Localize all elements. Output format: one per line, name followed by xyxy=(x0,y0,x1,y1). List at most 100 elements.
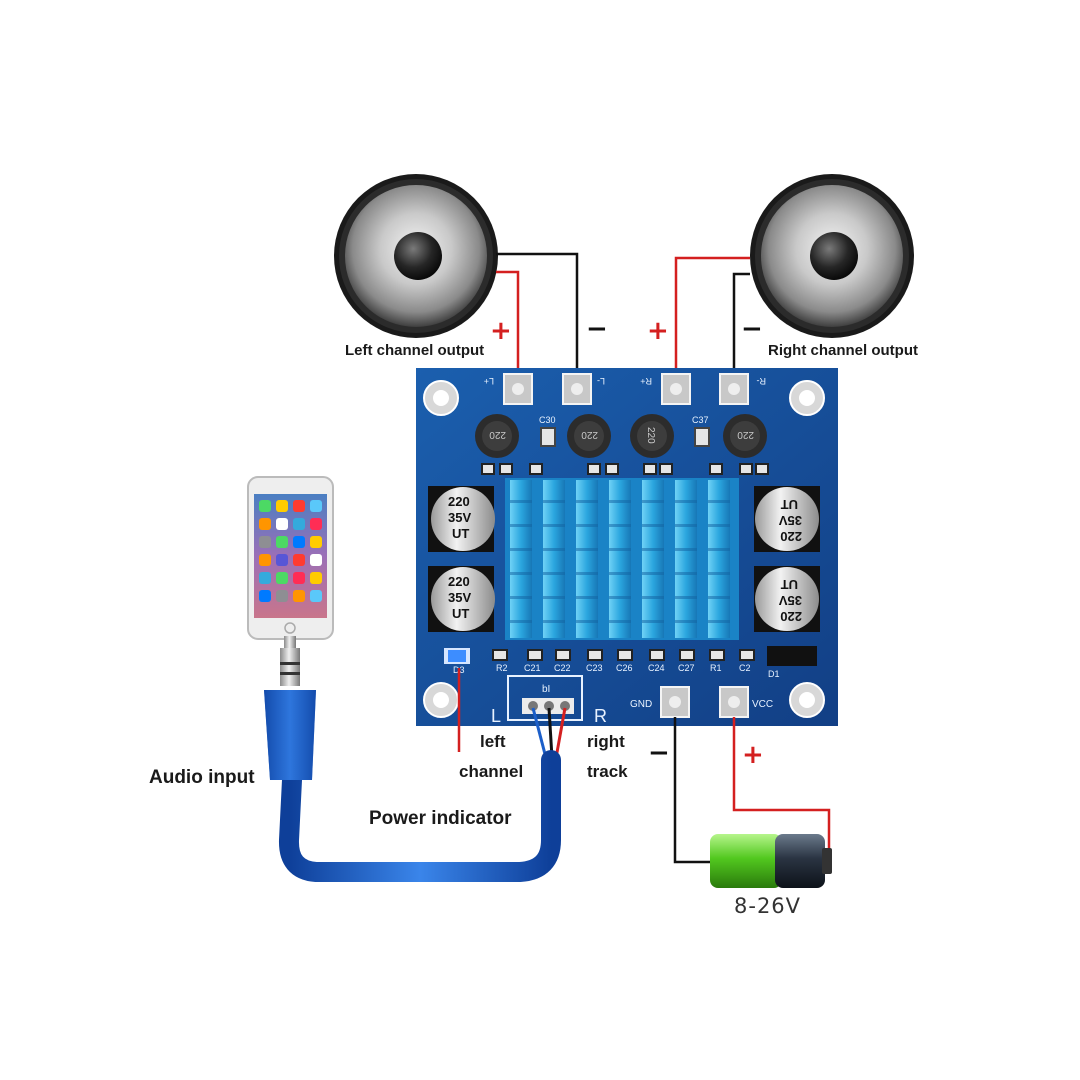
right-speaker xyxy=(750,174,914,338)
app-icon xyxy=(293,536,305,548)
svg-text:220: 220 xyxy=(645,427,656,444)
battery-voltage-label: 8-26V xyxy=(734,894,802,918)
capacitor-bottom-right: 220 35V UT xyxy=(754,566,820,632)
app-icon xyxy=(310,500,322,512)
svg-text:UT: UT xyxy=(781,497,798,512)
speaker-wires xyxy=(496,252,750,382)
heatsink-groove xyxy=(543,620,565,623)
right-minus-sign: − xyxy=(741,314,763,344)
svg-text:C21: C21 xyxy=(524,663,541,673)
app-icon xyxy=(276,554,288,566)
heatsink-groove xyxy=(609,620,631,623)
left-label: left xyxy=(480,732,506,751)
svg-text:C22: C22 xyxy=(554,663,571,673)
svg-text:D1: D1 xyxy=(768,669,780,679)
heatsink-groove xyxy=(708,500,730,503)
heatsink-groove xyxy=(543,548,565,551)
app-icon xyxy=(276,572,288,584)
heatsink-groove xyxy=(510,500,532,503)
app-icon xyxy=(259,500,271,512)
heatsink-fin xyxy=(510,480,532,638)
svg-text:C24: C24 xyxy=(648,663,665,673)
capacitor-bottom-left: 220 35V UT xyxy=(428,566,495,632)
svg-text:220: 220 xyxy=(489,429,506,440)
heatsink-groove xyxy=(543,500,565,503)
svg-text:UT: UT xyxy=(452,526,469,541)
capacitors: 220 35V UT 220 35V UT 220 35V UT xyxy=(428,486,820,632)
heatsink-groove xyxy=(543,596,565,599)
input-wires xyxy=(531,707,567,759)
right-plus-sign: + xyxy=(647,316,669,346)
app-icon xyxy=(259,554,271,566)
heatsink-groove xyxy=(675,500,697,503)
app-icon xyxy=(259,518,271,530)
smd-row-bottom: R2 C21 C22 C23 C26 C24 C27 R1 C2 D1 xyxy=(492,646,817,679)
heatsink-groove xyxy=(609,572,631,575)
heatsink-groove xyxy=(576,596,598,599)
battery xyxy=(710,834,832,888)
terminal-label-gnd: GND xyxy=(630,699,652,710)
mounting-holes xyxy=(423,380,825,718)
heatsink-groove xyxy=(642,596,664,599)
left-plus-sign: + xyxy=(490,316,512,346)
top-terminals: L+ L- R+ R- xyxy=(484,373,766,405)
power-terminals: GND VCC xyxy=(630,686,773,718)
app-icon xyxy=(276,518,288,530)
app-icon xyxy=(310,554,322,566)
power-indicator-label: Power indicator xyxy=(369,808,512,829)
app-icon xyxy=(310,590,322,602)
channel-label: channel xyxy=(459,762,524,781)
app-icon xyxy=(310,518,322,530)
heatsink-groove xyxy=(708,572,730,575)
right-label: right xyxy=(587,732,625,751)
heatsink-groove xyxy=(609,524,631,527)
app-icon xyxy=(310,536,322,548)
app-icon xyxy=(293,500,305,512)
right-channel-output-label: Right channel output xyxy=(768,342,918,359)
input-label-r: R xyxy=(594,706,607,726)
heatsink-groove xyxy=(510,596,532,599)
heatsink-groove xyxy=(576,500,598,503)
inductors: 220 220 220 220 C30 C37 xyxy=(475,414,767,458)
heatsink-groove xyxy=(609,500,631,503)
heatsink-groove xyxy=(708,620,730,623)
app-icon xyxy=(310,572,322,584)
heatsink-groove xyxy=(543,524,565,527)
heatsink-groove xyxy=(576,620,598,623)
app-icon xyxy=(293,518,305,530)
svg-text:C30: C30 xyxy=(539,415,556,425)
smartphone xyxy=(247,476,334,640)
heatsink-groove xyxy=(576,548,598,551)
heatsink-groove xyxy=(642,548,664,551)
heatsink-groove xyxy=(675,620,697,623)
input-label-l: L xyxy=(491,706,501,726)
smd-row-top xyxy=(481,463,769,475)
heatsink-groove xyxy=(675,572,697,575)
heatsink-groove xyxy=(576,524,598,527)
track-label: track xyxy=(587,762,628,781)
heatsink-fin xyxy=(708,480,730,638)
terminal-label-l-minus: L- xyxy=(597,376,605,386)
capacitor-top-right: 220 35V UT xyxy=(754,486,820,552)
terminal-label-l-plus: L+ xyxy=(484,376,494,386)
heatsink-groove xyxy=(576,572,598,575)
heatsink-groove xyxy=(675,548,697,551)
amplifier-board: L+ L- R+ R- 220 220 220 220 C30 C37 xyxy=(416,368,838,726)
app-icon xyxy=(293,590,305,602)
svg-text:220: 220 xyxy=(780,609,802,624)
left-speaker xyxy=(334,174,498,338)
left-negative-wire xyxy=(496,252,579,382)
heatsink-groove xyxy=(675,596,697,599)
heatsink-fin xyxy=(576,480,598,638)
heatsink-groove xyxy=(642,572,664,575)
app-icon xyxy=(259,536,271,548)
heatsink xyxy=(505,478,739,640)
svg-text:UT: UT xyxy=(781,577,798,592)
app-icon xyxy=(259,590,271,602)
svg-text:C26: C26 xyxy=(616,663,633,673)
left-minus-sign: − xyxy=(586,314,608,344)
audio-input-label: Audio input xyxy=(149,767,255,788)
terminal-label-vcc: VCC xyxy=(752,699,773,710)
heatsink-groove xyxy=(510,548,532,551)
audio-jack xyxy=(264,636,316,780)
